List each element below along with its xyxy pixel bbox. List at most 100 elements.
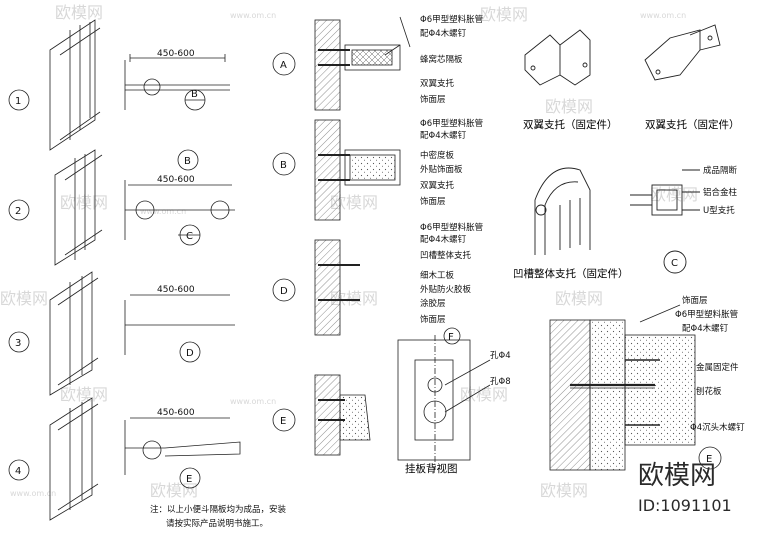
detail-tag: D [186,348,194,359]
watermark-text: 欧模网 [60,385,108,404]
callout-label: Φ6甲型塑料胀管 [675,309,738,320]
fitting-caption: 凹槽整体支托（固定件） [513,267,629,280]
detail-tag-c: C [671,258,678,269]
hole-label: 孔Φ8 [490,377,511,387]
row-number: 1 [15,96,21,107]
watermark-text: 欧模网 [460,385,508,404]
hole-label: 孔Φ4 [490,351,511,361]
callout-label: 刨花板 [696,386,722,397]
row-number: 3 [15,338,21,349]
callout-label: 饰面层 [420,314,446,325]
note-line-1: 注：以上小便斗隔板均为成品，安装 [150,504,287,515]
callout-label: 中密度板 [420,150,455,161]
elevation-row-2 [8,149,235,266]
watermark-url: www.om.cn [10,489,56,498]
watermark-url: www.om.cn [140,207,186,216]
watermark-text: 欧模网 [330,193,378,212]
wall-hatch [549,319,591,471]
section-b-labels: Φ6甲型塑料胀管 配Φ4木螺钉 中密度板 外贴饰面板 双翼支托 饰面层 [420,118,483,207]
elevation-row-4 [8,397,241,521]
watermark-text: 欧模网 [150,481,198,500]
watermark-url: www.om.cn [230,11,276,20]
brand-logo: 欧模网 [638,461,716,491]
callout-label: 涂胶层 [420,298,446,309]
callout-label: Φ4沉头木螺钉 [690,422,745,433]
honeycomb-panel [344,44,401,71]
watermark-url: www.om.cn [230,397,276,406]
section-tag-f: F [448,332,454,343]
watermark-text: 欧模网 [60,193,108,212]
panel-elevation [49,19,96,151]
watermarks: 欧模网 www.om.cn 欧模网 www.om.cn 欧模网 欧模网 欧模网 … [0,3,698,500]
fitting-caption: 双翼支托（固定件） [645,118,740,131]
watermark-text: 欧模网 [480,5,528,24]
section-tag-d: D [280,286,288,297]
watermark-text: 欧模网 [545,97,593,116]
callout-label: 配Φ4木螺钉 [420,130,467,141]
callout-label: 饰面层 [420,94,446,105]
dimension-label: 450-600 [157,285,195,295]
panel-back-caption: 挂板背视图 [405,462,458,475]
section-d [272,239,360,336]
callout-label: 饰面层 [420,196,446,207]
callout-label: 金属固定件 [696,362,739,373]
callout-label: 外贴防火胶板 [420,284,472,295]
callout-label: 配Φ4木螺钉 [420,234,467,245]
row-number: 2 [15,206,21,217]
watermark-text: 欧模网 [0,289,48,308]
watermark-url: www.om.cn [640,11,686,20]
callout-label: U型支托 [703,205,735,216]
callout-label: Φ6甲型塑料胀管 [420,222,483,233]
callout-label: Φ6甲型塑料胀管 [420,14,483,25]
dimension-label: 450-600 [157,175,195,185]
groove-support [534,167,591,255]
detail-c [630,169,700,274]
callout-label: 外贴饰面板 [420,164,463,175]
callout-label: 细木工板 [420,270,455,281]
watermark-text: 欧模网 [555,289,603,308]
section-d-labels: Φ6甲型塑料胀管 配Φ4木螺钉 凹槽整体支托 细木工板 外贴防火胶板 涂胶层 饰… [420,222,483,325]
callout-label: 配Φ4木螺钉 [682,323,729,334]
note-line-2: 请按实际产品说明书施工。 [166,518,268,529]
callout-label: 双翼支托 [420,78,455,89]
callout-label: 饰面层 [682,295,708,306]
callout-label: 凹槽整体支托 [420,250,472,261]
callout-label: 蜂窝芯隔板 [420,54,463,65]
double-wing-bracket-1 [524,29,591,86]
dimension-label: 450-600 [157,408,195,418]
watermark-text: 欧模网 [55,3,103,22]
row-number: 4 [15,466,21,477]
particle-board [624,334,696,446]
row-number-circle [8,89,30,111]
double-wing-bracket-2 [644,24,721,81]
section-a [272,16,411,111]
detail-tag-e: E [706,454,712,465]
elevation-row-1 [8,19,230,151]
detail-tag: B [184,156,191,167]
section-cut-marker [143,78,161,96]
section-tag-e: E [280,416,286,427]
watermark-text: 欧模网 [540,481,588,500]
callout-label: 成品隔断 [703,165,738,176]
callout-label: Φ6甲型塑料胀管 [420,118,483,129]
callout-label: 配Φ4木螺钉 [420,28,467,39]
detail-e-labels: 饰面层 Φ6甲型塑料胀管 配Φ4木螺钉 金属固定件 刨花板 Φ4沉头木螺钉 [675,295,745,433]
detail-tag: B [191,89,198,100]
detail-tag: C [186,231,193,242]
section-tag-b: B [280,160,287,171]
section-e [272,374,371,456]
detail-e [549,304,722,471]
callout-label: 双翼支托 [420,180,455,191]
elevation-row-3 [8,271,235,396]
brand-id: ID:1091101 [638,496,732,515]
section-a-labels: Φ6甲型塑料胀管 配Φ4木螺钉 蜂窝芯隔板 双翼支托 饰面层 [420,14,483,105]
section-b [272,119,401,221]
panel-outline [397,339,471,461]
panel-back-view [397,327,491,470]
detail-tag: E [186,474,192,485]
dimension-label: 450-600 [157,49,195,59]
watermark-text: 欧模网 [330,289,378,308]
fitting-caption: 双翼支托（固定件） [523,118,618,131]
